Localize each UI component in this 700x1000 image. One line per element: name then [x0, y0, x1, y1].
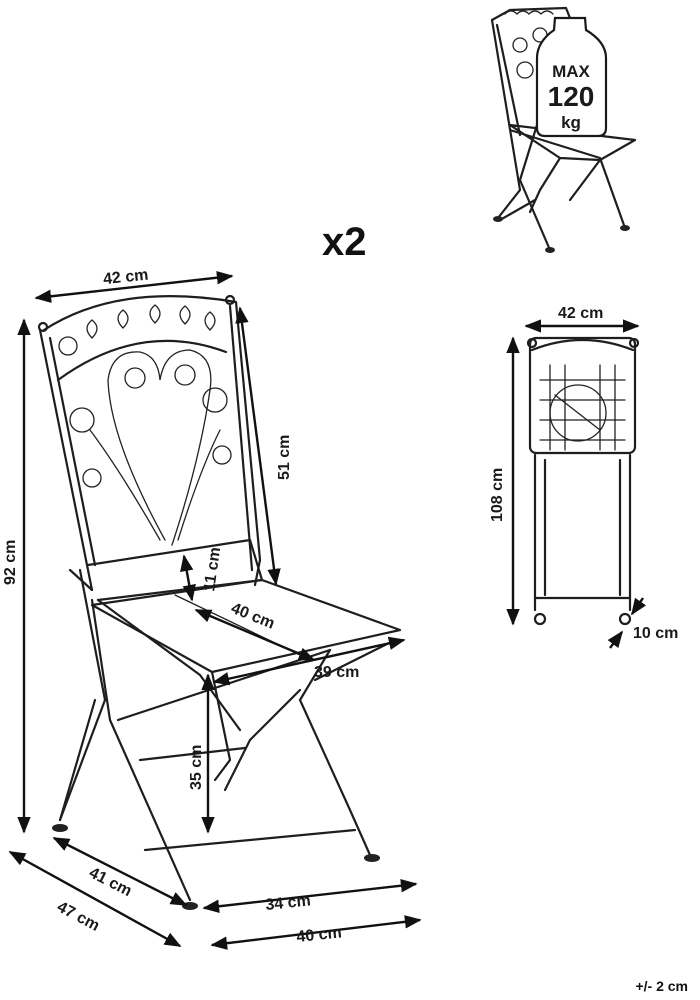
- base-width-inner-label: 34 cm: [265, 892, 312, 914]
- dimension-labels: 42 cm 92 cm 51 cm 11 cm 40 cm 39 cm 35 c…: [2, 267, 678, 946]
- base-depth-inner-label: 41 cm: [86, 864, 134, 900]
- quantity-label: x2: [322, 220, 367, 264]
- folded-height-label: 108 cm: [489, 468, 506, 522]
- seat-width-label: 39 cm: [314, 664, 359, 681]
- weight-unit-text: kg: [561, 113, 581, 132]
- weight-limit-badge: MAX 120 kg: [535, 16, 608, 138]
- seat-height-label: 35 cm: [188, 745, 205, 790]
- total-height-label: 92 cm: [2, 540, 19, 585]
- tolerance-note: +/- 2 cm: [635, 978, 688, 994]
- folded-chair-illustration: [526, 336, 640, 626]
- weight-max-text: MAX: [552, 62, 590, 81]
- dimension-lines: [8, 271, 647, 950]
- main-chair-illustration: [37, 294, 402, 910]
- backrest-gap-label: 11 cm: [201, 546, 224, 592]
- back-width-label: 42 cm: [102, 267, 149, 289]
- base-width-outer-label: 40 cm: [296, 924, 343, 946]
- weight-value-text: 120: [548, 81, 595, 112]
- small-chair-illustration: [490, 6, 637, 253]
- folded-depth-label: 10 cm: [633, 625, 678, 642]
- folded-width-label: 42 cm: [558, 305, 603, 322]
- back-height-label: 51 cm: [276, 435, 293, 480]
- base-depth-outer-label: 47 cm: [54, 899, 102, 935]
